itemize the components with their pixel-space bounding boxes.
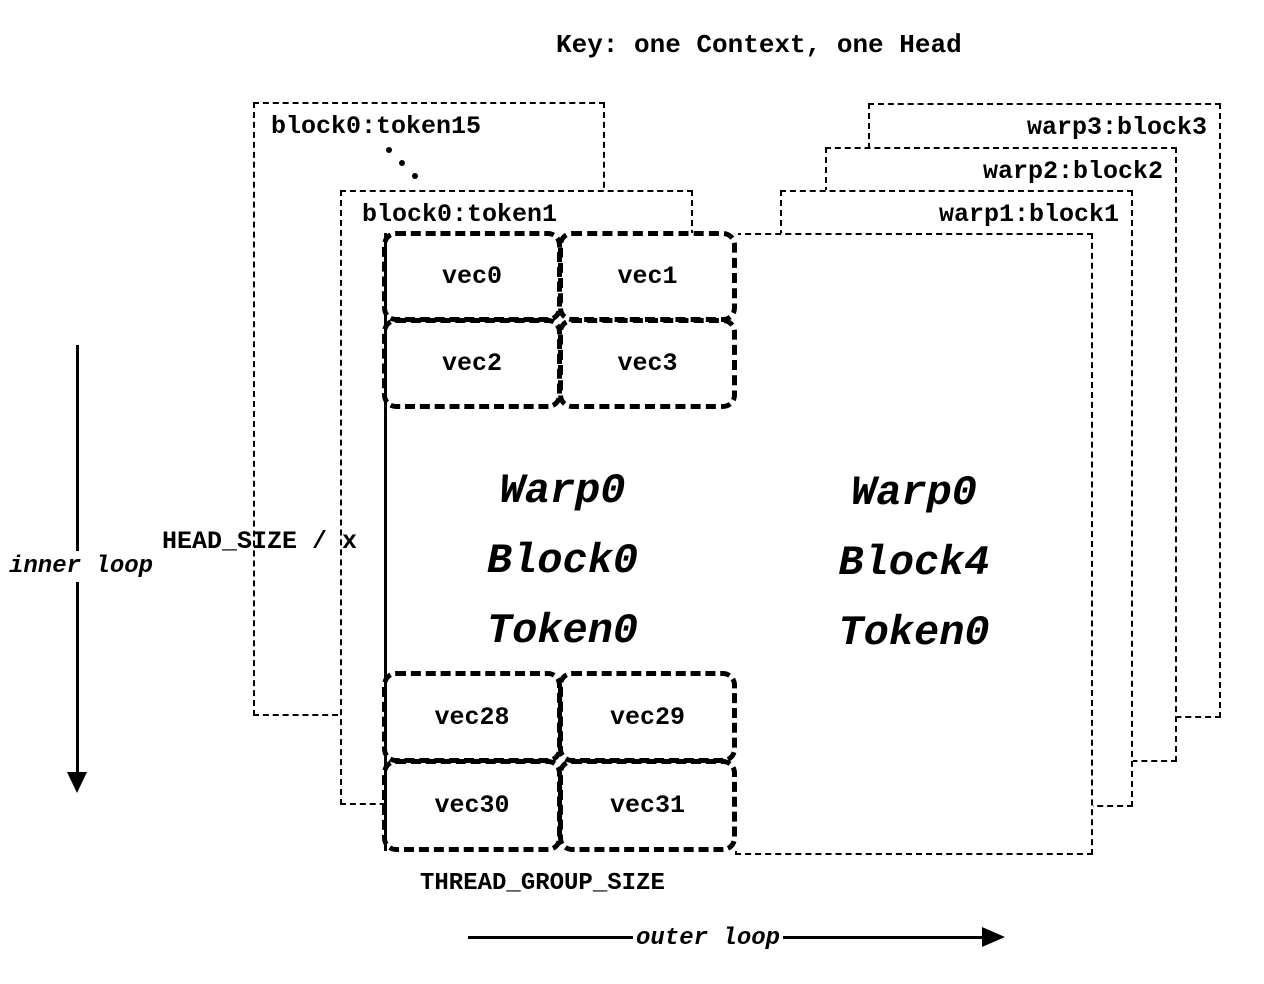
inner-loop-arrow-icon	[67, 772, 87, 793]
diagram-title: Key: one Context, one Head	[556, 30, 962, 60]
warp-card-label: warp1:block1	[938, 200, 1119, 229]
neighbor-block-text: Warp0 Block4 Token0	[838, 469, 990, 657]
context-card-label: block0:token15	[271, 112, 482, 141]
thread-group-size-label: THREAD_GROUP_SIZE	[420, 870, 665, 897]
context-card-label: block0:token1	[362, 200, 558, 229]
vec-cell-vec3: vec3	[558, 318, 737, 409]
vec-cell-vec2: vec2	[382, 318, 562, 409]
outer-loop-arrow-icon	[982, 927, 1005, 947]
neighbor-block-warp0-block4: Warp0 Block4 Token0	[735, 233, 1093, 855]
vec-cell-vec31: vec31	[558, 759, 737, 852]
warp-card-label: warp2:block2	[982, 157, 1163, 186]
diagonal-ellipsis-icon	[384, 144, 424, 184]
vec-label: vec2	[441, 349, 502, 378]
focus-block-text: Warp0 Block0 Token0	[486, 467, 639, 655]
vec-label: vec28	[434, 702, 510, 732]
vec-label: vec31	[609, 791, 685, 820]
vec-cell-vec30: vec30	[382, 759, 562, 852]
vec-cell-vec0: vec0	[382, 231, 562, 322]
vec-label: vec29	[609, 702, 685, 732]
warp-card-label: warp3:block3	[1026, 113, 1207, 142]
head-size-label: HEAD_SIZE / x	[162, 527, 358, 556]
vec-label: vec0	[441, 262, 502, 291]
vec-cell-vec28: vec28	[382, 671, 562, 763]
vec-cell-vec29: vec29	[558, 671, 737, 763]
inner-loop-label: inner loop	[6, 551, 157, 582]
vec-label: vec1	[617, 262, 678, 291]
outer-loop-label: outer loop	[633, 923, 784, 954]
vec-cell-vec1: vec1	[558, 231, 737, 322]
vec-label: vec3	[617, 349, 678, 378]
vec-label: vec30	[434, 791, 510, 820]
